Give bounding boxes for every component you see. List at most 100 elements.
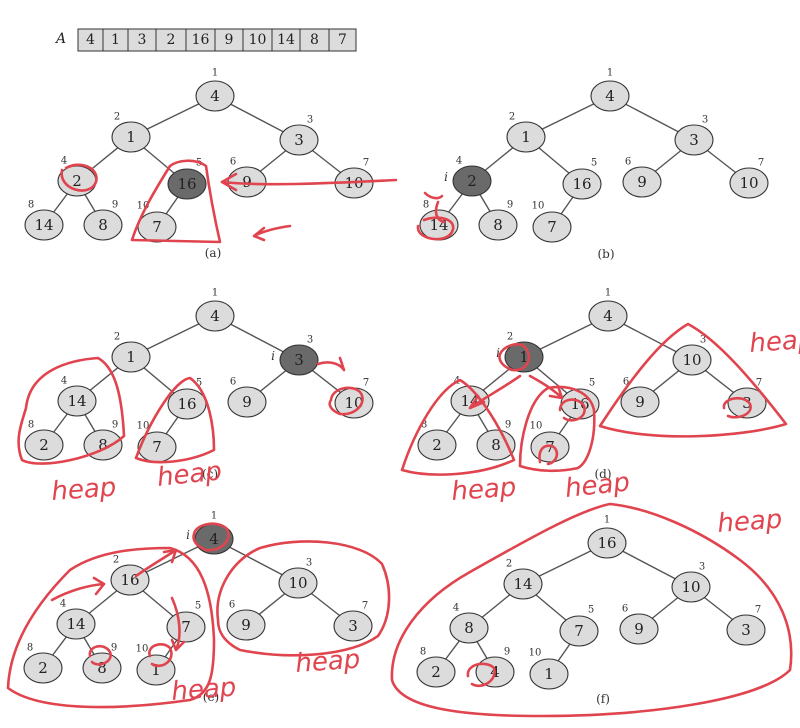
ink-stroke xyxy=(252,224,292,242)
node-index: 10 xyxy=(530,421,543,432)
node-value: 16 xyxy=(597,534,616,552)
tree-node xyxy=(195,300,235,332)
node-value: 10 xyxy=(681,578,700,596)
node-index: 4 xyxy=(456,156,462,167)
node-value: 1 xyxy=(544,665,554,683)
tree-node xyxy=(619,613,659,645)
node-value: 4 xyxy=(605,87,615,105)
node-index: 10 xyxy=(137,201,150,212)
node-index: 2 xyxy=(506,559,512,570)
node-index: 6 xyxy=(230,157,236,168)
node-value: 9 xyxy=(242,393,252,411)
node-value: 3 xyxy=(741,621,751,639)
node-index: 8 xyxy=(421,420,427,431)
node-index: 5 xyxy=(591,158,597,169)
array-cell-value: 3 xyxy=(138,32,147,48)
ink-stroke xyxy=(722,396,752,419)
array-cell-value: 16 xyxy=(192,32,210,48)
node-index: 3 xyxy=(307,335,313,346)
i-marker: i xyxy=(496,346,500,360)
node-index: 10 xyxy=(137,421,150,432)
tree-node xyxy=(83,209,123,241)
node-value: 8 xyxy=(98,436,108,454)
node-index: 9 xyxy=(112,420,118,431)
tree-node xyxy=(729,167,769,199)
node-value: 4 xyxy=(210,307,220,325)
node-index: 10 xyxy=(136,644,149,655)
node-value: 14 xyxy=(34,216,53,234)
node-value: 7 xyxy=(547,218,557,236)
tree-node xyxy=(417,429,457,461)
node-index: 3 xyxy=(307,115,313,126)
node-index: 1 xyxy=(212,288,218,299)
ink-stroke xyxy=(316,356,346,372)
tree-node xyxy=(23,652,63,684)
node-index: 2 xyxy=(509,112,515,123)
node-value: 8 xyxy=(98,216,108,234)
ink-stroke xyxy=(558,398,586,422)
node-value: 14 xyxy=(67,392,86,410)
node-index: 2 xyxy=(114,112,120,123)
tree-node xyxy=(503,568,543,600)
node-value: 4 xyxy=(210,87,220,105)
ink-stroke xyxy=(88,644,112,666)
node-index: 4 xyxy=(61,156,67,167)
node-value: 16 xyxy=(572,175,591,193)
ink-stroke xyxy=(528,374,564,400)
array-cell-value: 4 xyxy=(86,32,95,48)
array-cell-value: 7 xyxy=(338,32,347,48)
node-index: 6 xyxy=(229,600,235,611)
node-index: 3 xyxy=(702,115,708,126)
tree-node xyxy=(449,612,489,644)
heap-annotation: heap xyxy=(50,473,117,507)
ink-stroke xyxy=(60,163,98,192)
node-value: 2 xyxy=(39,436,49,454)
node-value: 8 xyxy=(97,659,107,677)
node-value: 14 xyxy=(66,615,85,633)
node-value: 16 xyxy=(120,571,139,589)
array-cell-value: 8 xyxy=(310,32,319,48)
tree-node xyxy=(279,124,319,156)
node-index: 8 xyxy=(27,643,33,654)
tree-node xyxy=(167,168,207,200)
panel-caption: (e) xyxy=(203,690,219,704)
ink-stroke xyxy=(170,596,186,652)
tree-node xyxy=(674,124,714,156)
tree-node xyxy=(226,609,266,641)
heap-annotation: heap xyxy=(748,325,800,359)
tree-node xyxy=(476,429,516,461)
tree-node xyxy=(529,658,569,690)
node-index: 7 xyxy=(755,605,761,616)
tree-node xyxy=(506,121,546,153)
ink-stroke xyxy=(400,378,516,476)
node-index: 9 xyxy=(505,420,511,431)
node-index: 6 xyxy=(230,377,236,388)
node-index: 3 xyxy=(306,558,312,569)
tree-node xyxy=(57,385,97,417)
tree-node xyxy=(672,344,712,376)
tree-node xyxy=(588,300,628,332)
node-value: 9 xyxy=(637,173,647,191)
node-value: 1 xyxy=(521,128,531,146)
node-index: 1 xyxy=(607,68,613,79)
node-index: 4 xyxy=(61,376,67,387)
ink-stroke xyxy=(220,172,238,192)
node-index: 5 xyxy=(196,378,202,389)
array-label: A xyxy=(54,31,66,47)
node-value: 1 xyxy=(151,661,161,679)
tree-node xyxy=(278,567,318,599)
node-index: 3 xyxy=(700,335,706,346)
node-index: 7 xyxy=(363,378,369,389)
node-index: 7 xyxy=(758,158,764,169)
node-value: 1 xyxy=(519,348,529,366)
node-value: 9 xyxy=(241,616,251,634)
tree-node xyxy=(671,571,711,603)
node-value: 16 xyxy=(177,395,196,413)
node-value: 8 xyxy=(493,216,503,234)
tree-node xyxy=(559,615,599,647)
node-index: 4 xyxy=(60,599,66,610)
ink-stroke xyxy=(328,386,364,416)
array-cell-value: 1 xyxy=(111,32,120,48)
ink-stroke xyxy=(134,376,216,464)
node-value: 14 xyxy=(429,216,448,234)
